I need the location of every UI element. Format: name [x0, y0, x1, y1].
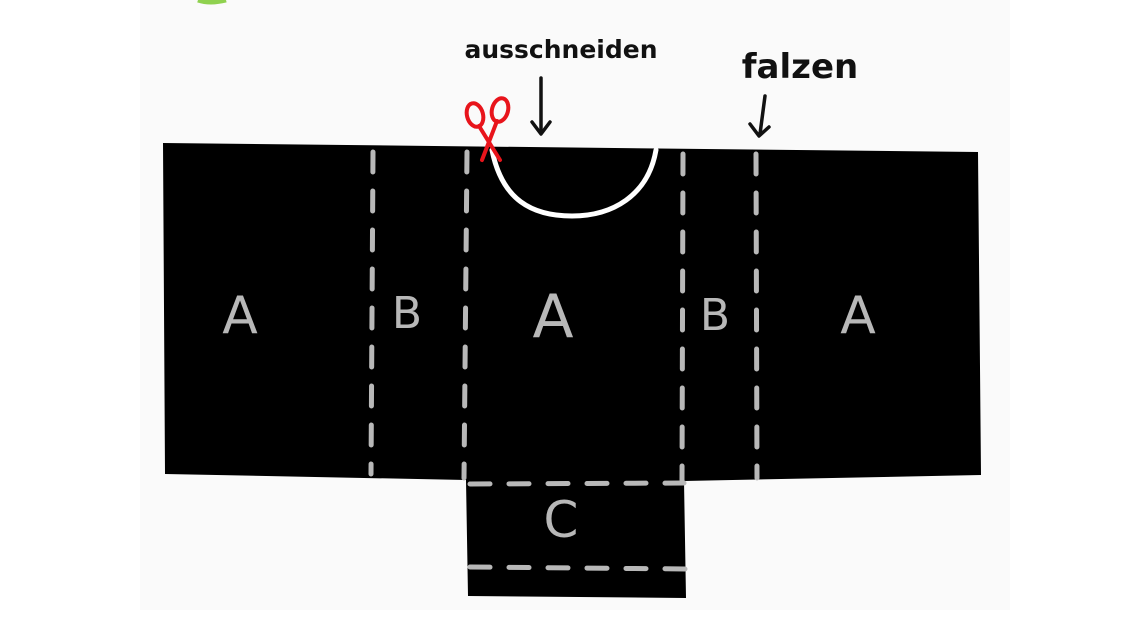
panel-a-right: A [840, 286, 876, 346]
panel-a-left: A [222, 286, 258, 346]
fold-lines [368, 149, 760, 572]
cut-arrow-icon [530, 76, 552, 136]
fold-label: falzen [742, 47, 858, 87]
fold-line-3 [679, 151, 686, 483]
fold-line-1 [368, 149, 376, 477]
panel-a-center: A [532, 282, 573, 352]
panel-b-right: B [700, 290, 730, 341]
cut-line [489, 147, 659, 219]
fold-line-4 [753, 151, 760, 481]
accent-corner [197, 0, 227, 5]
fold-line-2 [461, 149, 470, 481]
template-shape [163, 143, 981, 598]
fold-line-5 [467, 480, 687, 487]
cut-label: ausschneiden [464, 35, 657, 64]
fold-arrow-icon [748, 94, 771, 138]
scissors-icon [464, 96, 511, 162]
panel-c-bottom: C [544, 491, 579, 549]
panel-b-left: B [392, 288, 422, 339]
